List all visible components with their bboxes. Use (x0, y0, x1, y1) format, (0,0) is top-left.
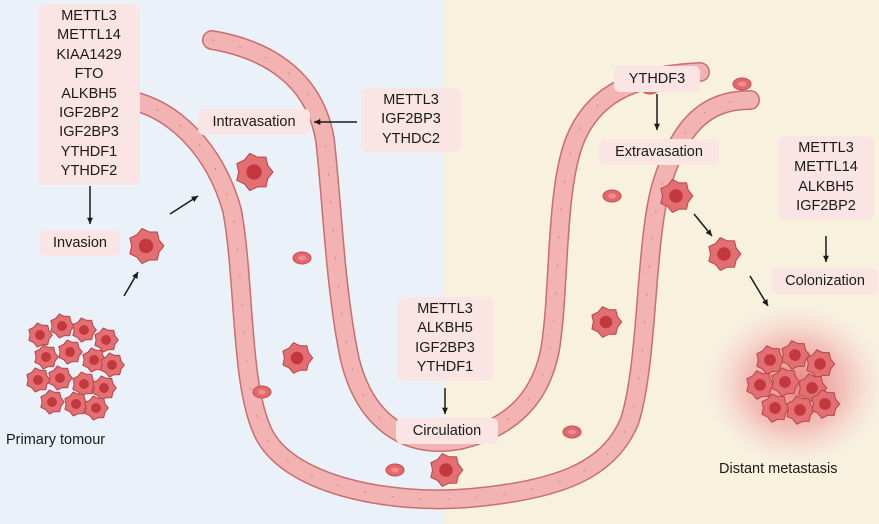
arrow-genes-to-intravasation-head (314, 119, 321, 125)
gene-label: YTHDF1 (416, 359, 474, 376)
stage-label-colonization: Colonization (772, 268, 878, 294)
primary-tumour-cell-nucleus (91, 403, 101, 413)
gene-label: YTHDF2 (60, 163, 118, 180)
gene-label: ALKBH5 (798, 178, 854, 195)
gene-label: IGF2BP3 (381, 111, 441, 128)
vessel-outer-left-cell-junctions (129, 99, 751, 500)
intravasating-cell-nucleus (246, 164, 262, 180)
intravasation-gene-list: METTL3 IGF2BP3 YTHDC2 (361, 88, 461, 153)
metastasis-cell-nucleus (806, 382, 818, 394)
primary-tumour-cell-nucleus (65, 347, 75, 357)
gene-label: IGF2BP3 (59, 124, 119, 141)
primary-tumour-cell-nucleus (99, 383, 109, 393)
distant-metastasis-label: Distant metastasis (719, 461, 838, 477)
arrow-tumour-to-invasion-head (132, 272, 138, 279)
arrow-invasion-to-vessel-head (191, 196, 198, 202)
arrow-migration-to-metastasis-head (762, 299, 768, 306)
metastasis-cell-nucleus (754, 379, 766, 391)
arrow-extravasation-to-migration-head (705, 229, 712, 236)
primary-tumour-cell-nucleus (57, 321, 67, 331)
metastasis-cell-nucleus (764, 354, 776, 366)
metastasis-cell-nucleus (779, 376, 791, 388)
migrating-cell-nucleus (717, 247, 731, 261)
colonization-gene-list: METTL3 METTL14 ALKBH5 IGF2BP2 (778, 136, 874, 220)
red-blood-cell-center (391, 467, 399, 473)
gene-label: METTL14 (794, 159, 858, 176)
primary-tumour-cell-nucleus (101, 335, 111, 345)
invading-cell-nucleus (138, 238, 154, 254)
arrow-genes-to-colonization-head (823, 255, 829, 262)
gene-label: IGF2BP3 (415, 339, 475, 356)
primary-tumour-cell-nucleus (35, 330, 45, 340)
primary-tumour-cell-nucleus (71, 399, 81, 409)
gene-label: METTL3 (383, 92, 439, 108)
primary-tumour-cell-nucleus (41, 352, 51, 362)
primary-tumour-label: Primary tomour (6, 432, 106, 448)
circulation-gene-list: METTL3 ALKBH5 IGF2BP3 YTHDF1 (397, 297, 493, 381)
metastasis-cell-nucleus (794, 404, 806, 416)
gene-label: IGF2BP2 (59, 105, 119, 122)
stage-label-circulation: Circulation (396, 418, 498, 444)
primary-tumour-cell-nucleus (107, 360, 117, 370)
primary-tumour-cell-nucleus (33, 375, 43, 385)
gene-label: ALKBH5 (61, 85, 117, 102)
primary-tumour-cell-nucleus (79, 325, 89, 335)
red-blood-cell-center (738, 81, 746, 87)
gene-label: FTO (74, 66, 104, 83)
gene-label: METTL14 (57, 27, 121, 44)
metastasis-cell-nucleus (819, 398, 831, 410)
circulating-cell-nucleus (599, 315, 613, 329)
gene-label: YTHDC2 (381, 130, 440, 147)
gene-label: METTL3 (417, 301, 473, 317)
gene-label: ALKBH5 (417, 320, 473, 337)
primary-tumour-cell-nucleus (47, 397, 57, 407)
primary-tumour-cell-nucleus (79, 379, 89, 389)
metastasis-cell-nucleus (814, 358, 826, 370)
gene-label: METTL3 (61, 8, 117, 24)
red-blood-cell-center (258, 389, 266, 395)
metastasis-cell-nucleus (789, 349, 801, 361)
stage-label-intravasation: Intravasation (198, 109, 310, 135)
stage-label-invasion: Invasion (40, 230, 120, 256)
primary-tumour-cell-nucleus (89, 355, 99, 365)
red-blood-cell-center (608, 193, 616, 199)
red-blood-cell-center (298, 255, 306, 261)
circulating-cell-nucleus (290, 351, 304, 365)
arrow-genes-to-invasion-head (87, 217, 93, 224)
arrows (87, 94, 829, 414)
arrow-genes-to-extravasation-head (654, 123, 660, 130)
primary-tumour-cell-nucleus (55, 373, 65, 383)
gene-label: KIAA1429 (56, 46, 122, 63)
gene-label: YTHDF3 (628, 71, 686, 87)
invasion-gene-list: METTL3 METTL14 KIAA1429 FTO ALKBH5 IGF2B… (38, 4, 140, 185)
circulating-cell-nucleus (439, 463, 453, 477)
metastasis-cell-nucleus (769, 402, 781, 414)
gene-label: YTHDF1 (60, 143, 118, 160)
gene-label: METTL3 (798, 140, 854, 156)
stage-label-extravasation: Extravasation (599, 139, 719, 165)
extravasation-gene-list: YTHDF3 (614, 66, 700, 92)
red-blood-cell-center (568, 429, 576, 435)
tumour-cells (26, 152, 841, 488)
arrow-genes-to-circulation-head (442, 407, 448, 414)
extravasating-cell-nucleus (669, 189, 683, 203)
gene-label: IGF2BP2 (796, 198, 856, 215)
